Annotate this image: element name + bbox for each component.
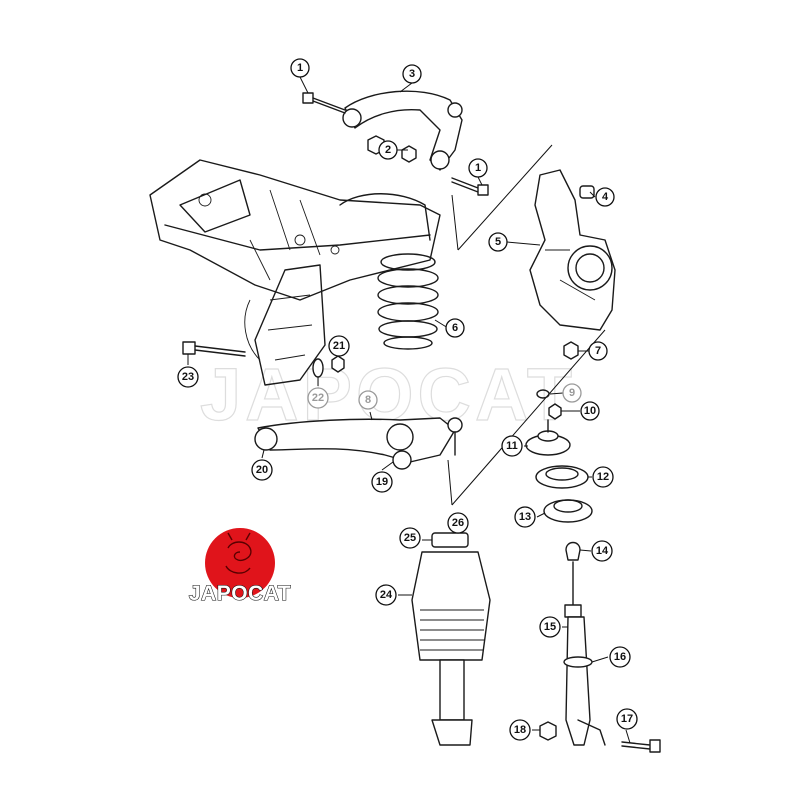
callout-1-lower: 1 [468,158,488,178]
svg-text:5: 5 [495,236,501,248]
callout-16: 16 [609,646,631,668]
nut-10 [548,403,562,420]
svg-text:13: 13 [519,511,531,523]
callout-2: 2 [378,140,398,160]
air-spring [411,532,491,746]
upper-mount-11 [525,419,571,456]
svg-text:7: 7 [595,345,601,357]
callout-25: 25 [399,527,421,549]
callout-13: 13 [514,506,536,528]
svg-text:24: 24 [380,589,393,601]
callout-23: 23 [177,366,199,388]
bolt-upper-1 [302,92,346,114]
bolt-17 [621,739,661,753]
callout-19: 19 [371,471,393,493]
frame-crossmember [149,159,441,386]
isolator-13 [543,499,593,523]
callout-3: 3 [402,64,422,84]
callout-21: 21 [328,335,350,357]
svg-text:1: 1 [475,162,481,174]
svg-text:25: 25 [404,532,416,544]
callout-4: 4 [595,187,615,207]
bolt-23 [182,341,246,357]
svg-text:1: 1 [297,62,303,74]
logo-red-circle [205,528,275,598]
svg-text:15: 15 [544,621,556,633]
callout-11: 11 [501,435,523,457]
callout-18: 18 [509,719,531,741]
svg-text:11: 11 [506,440,518,452]
explosion-guide-lines [447,144,606,506]
callout-6: 6 [445,318,465,338]
callout-9: 9 [562,383,582,403]
svg-text:4: 4 [602,191,609,203]
callout-1-upper: 1 [290,58,310,78]
svg-text:12: 12 [597,471,609,483]
logo-text: JAPOCAT [189,582,291,605]
svg-text:22: 22 [312,392,324,404]
nut-7 [563,341,579,360]
spring-seat-12 [535,465,589,489]
japocat-logo: JAPOCAT [188,528,291,606]
callout-10: 10 [580,401,600,421]
svg-text:18: 18 [514,724,526,736]
svg-text:10: 10 [584,405,596,417]
callout-14: 14 [591,540,613,562]
svg-text:8: 8 [365,394,371,406]
coil-spring [377,253,439,350]
svg-text:16: 16 [614,651,626,663]
callout-20: 20 [251,459,273,481]
callout-22: 22 [307,387,329,409]
nut-18 [539,721,557,741]
lower-control-arm [254,417,463,470]
svg-text:21: 21 [333,340,345,352]
callout-7: 7 [588,341,608,361]
callout-12: 12 [592,466,614,488]
logo-cat-icon [225,532,252,574]
leader-lines [187,76,631,744]
callout-17: 17 [616,708,638,730]
svg-text:17: 17 [621,713,633,725]
svg-text:3: 3 [409,68,415,80]
svg-text:26: 26 [452,517,464,529]
svg-text:2: 2 [385,144,391,156]
callout-15: 15 [539,616,561,638]
callout-8: 8 [358,390,378,410]
callout-5: 5 [488,232,508,252]
cam-washer-22 [312,358,324,378]
svg-text:6: 6 [452,322,458,334]
svg-text:23: 23 [182,371,194,383]
washer-9 [536,389,550,399]
callout-26: 26 [447,512,469,534]
svg-text:19: 19 [376,476,388,488]
nut-21 [331,355,345,373]
bolt-upper-2 [451,177,489,196]
callout-24: 24 [375,584,397,606]
bushing-4 [579,185,595,199]
shock-absorber [563,541,606,746]
svg-text:14: 14 [596,545,609,557]
svg-text:20: 20 [256,464,268,476]
upper-control-arm [342,90,463,171]
svg-text:9: 9 [569,387,575,399]
steering-knuckle [529,169,616,331]
